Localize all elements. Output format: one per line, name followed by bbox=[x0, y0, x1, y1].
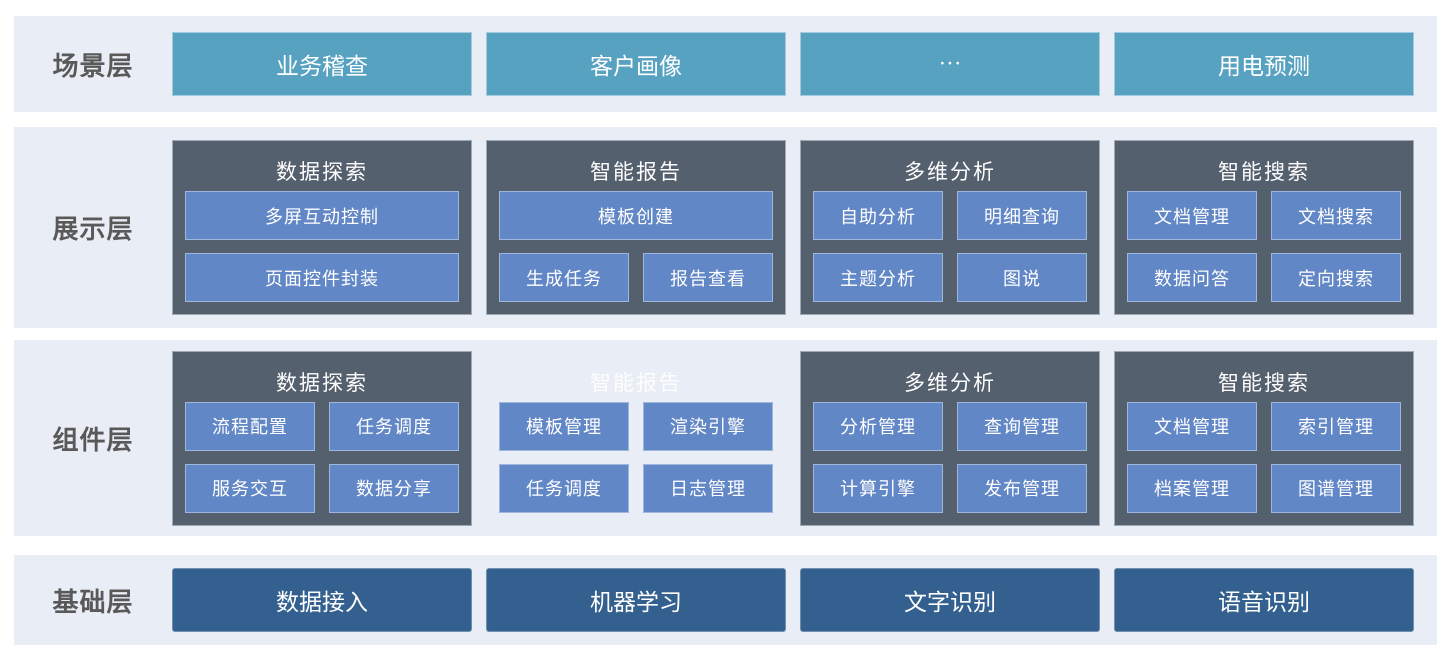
card-title: 多维分析 bbox=[904, 370, 996, 395]
layer-label-presentation: 展示层 bbox=[52, 214, 134, 244]
card-button[interactable]: 渲染引擎 bbox=[643, 401, 773, 451]
presentation-cards: 数据探索多屏互动控制页面控件封装智能报告模板创建生成任务报告查看多维分析自助分析… bbox=[172, 127, 1437, 328]
component-cards: 数据探索流程配置任务调度服务交互数据分享智能报告模板管理渲染引擎任务调度日志管理… bbox=[172, 340, 1437, 536]
card-title: 智能搜索 bbox=[1218, 160, 1310, 184]
card-button[interactable]: 文档管理 bbox=[1127, 191, 1257, 240]
card-presentation-2: 多维分析自助分析明细查询主题分析图说 bbox=[800, 140, 1100, 315]
card-button[interactable]: 任务调度 bbox=[499, 463, 629, 513]
layer-presentation: 展示层 数据探索多屏互动控制页面控件封装智能报告模板创建生成任务报告查看多维分析… bbox=[14, 127, 1437, 328]
card-button[interactable]: 计算引擎 bbox=[813, 463, 943, 513]
card-component-3: 智能搜索文档管理索引管理档案管理图谱管理 bbox=[1114, 350, 1414, 526]
card-component-0: 数据探索流程配置任务调度服务交互数据分享 bbox=[172, 350, 472, 526]
card-button[interactable]: 图说 bbox=[957, 253, 1087, 302]
layer-foundation: 基础层 数据接入机器学习文字识别语音识别 bbox=[14, 555, 1437, 645]
card-grid: 流程配置任务调度服务交互数据分享 bbox=[185, 401, 459, 513]
card-grid: 多屏互动控制页面控件封装 bbox=[185, 191, 459, 302]
card-grid: 模板管理渲染引擎任务调度日志管理 bbox=[499, 401, 773, 513]
card-title: 智能搜索 bbox=[1218, 370, 1310, 395]
card-button[interactable]: 模板管理 bbox=[499, 401, 629, 451]
card-button[interactable]: 索引管理 bbox=[1271, 401, 1401, 451]
foundation-item-2[interactable]: 文字识别 bbox=[800, 568, 1100, 632]
card-grid: 文档管理文档搜索数据问答定向搜索 bbox=[1127, 191, 1401, 302]
card-button[interactable]: 服务交互 bbox=[185, 463, 315, 513]
card-button[interactable]: 定向搜索 bbox=[1271, 253, 1401, 302]
card-button[interactable]: 生成任务 bbox=[499, 253, 629, 302]
card-button[interactable]: 任务调度 bbox=[329, 401, 459, 451]
card-button[interactable]: 查询管理 bbox=[957, 401, 1087, 451]
layer-label-scenario: 场景层 bbox=[52, 50, 134, 81]
layer-label-component: 组件层 bbox=[52, 424, 134, 455]
card-button[interactable]: 明细查询 bbox=[957, 191, 1087, 240]
card-button[interactable]: 流程配置 bbox=[185, 401, 315, 451]
card-title: 数据探索 bbox=[276, 370, 368, 395]
foundation-item-3[interactable]: 语音识别 bbox=[1114, 568, 1414, 632]
card-button[interactable]: 日志管理 bbox=[643, 463, 773, 513]
card-grid: 分析管理查询管理计算引擎发布管理 bbox=[813, 401, 1087, 513]
card-button[interactable]: 图谱管理 bbox=[1271, 463, 1401, 513]
card-grid: 文档管理索引管理档案管理图谱管理 bbox=[1127, 401, 1401, 513]
foundation-item-1[interactable]: 机器学习 bbox=[486, 568, 786, 632]
card-button[interactable]: 多屏互动控制 bbox=[185, 191, 459, 240]
card-button[interactable]: 数据分享 bbox=[329, 463, 459, 513]
foundation-item-0[interactable]: 数据接入 bbox=[172, 568, 472, 632]
foundation-items: 数据接入机器学习文字识别语音识别 bbox=[172, 555, 1437, 645]
layer-label-foundation: 基础层 bbox=[52, 586, 134, 617]
card-button[interactable]: 自助分析 bbox=[813, 191, 943, 240]
card-button[interactable]: 主题分析 bbox=[813, 253, 943, 302]
layer-scenario: 场景层 业务稽查客户画像···用电预测 bbox=[14, 16, 1437, 112]
card-title: 多维分析 bbox=[904, 160, 996, 184]
scenario-item-0[interactable]: 业务稽查 bbox=[172, 32, 472, 96]
card-button[interactable]: 分析管理 bbox=[813, 401, 943, 451]
card-button[interactable]: 数据问答 bbox=[1127, 253, 1257, 302]
scenario-item-1[interactable]: 客户画像 bbox=[486, 32, 786, 96]
card-presentation-3: 智能搜索文档管理文档搜索数据问答定向搜索 bbox=[1114, 140, 1414, 315]
card-button[interactable]: 模板创建 bbox=[499, 191, 773, 240]
card-title: 智能报告 bbox=[590, 160, 682, 184]
card-title: 数据探索 bbox=[276, 160, 368, 184]
card-component-1: 智能报告模板管理渲染引擎任务调度日志管理 bbox=[486, 351, 786, 526]
card-component-2: 多维分析分析管理查询管理计算引擎发布管理 bbox=[800, 350, 1100, 526]
scenario-item-3[interactable]: 用电预测 bbox=[1114, 32, 1414, 96]
card-button[interactable]: 发布管理 bbox=[957, 463, 1087, 513]
scenario-item-2[interactable]: ··· bbox=[800, 32, 1100, 96]
card-button[interactable]: 文档管理 bbox=[1127, 401, 1257, 451]
card-presentation-1: 智能报告模板创建生成任务报告查看 bbox=[486, 140, 786, 315]
card-button[interactable]: 报告查看 bbox=[643, 253, 773, 302]
card-button[interactable]: 文档搜索 bbox=[1271, 191, 1401, 240]
layer-component: 组件层 数据探索流程配置任务调度服务交互数据分享智能报告模板管理渲染引擎任务调度… bbox=[14, 340, 1437, 536]
card-grid: 模板创建生成任务报告查看 bbox=[499, 191, 773, 302]
card-button[interactable]: 档案管理 bbox=[1127, 463, 1257, 513]
scenario-items: 业务稽查客户画像···用电预测 bbox=[172, 16, 1437, 112]
card-grid: 自助分析明细查询主题分析图说 bbox=[813, 191, 1087, 302]
card-button[interactable]: 页面控件封装 bbox=[185, 253, 459, 302]
card-presentation-0: 数据探索多屏互动控制页面控件封装 bbox=[172, 140, 472, 315]
card-title: 智能报告 bbox=[590, 370, 682, 395]
